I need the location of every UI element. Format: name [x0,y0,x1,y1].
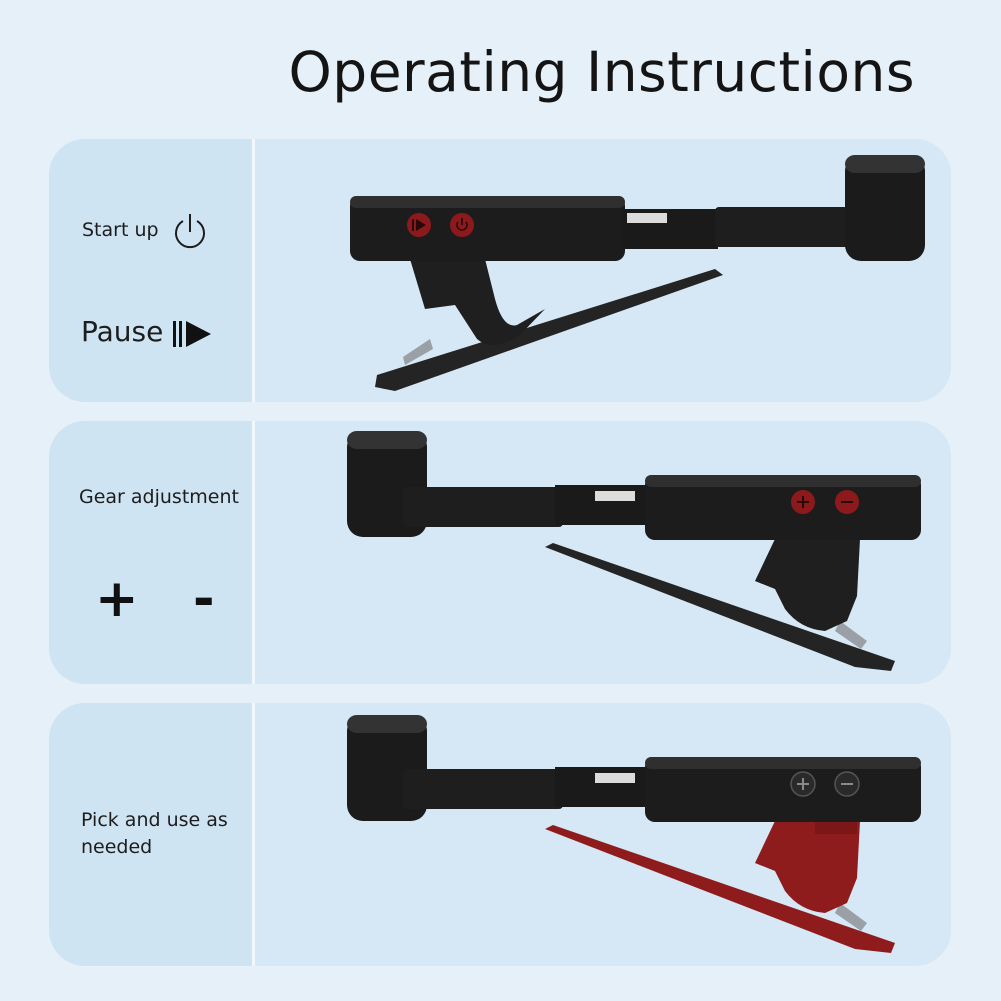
panel-label-column: Gear adjustment + - [49,421,252,684]
device-button-minus [834,771,860,797]
start-up-label: Start up [82,219,159,241]
minus-symbol: - [193,569,215,629]
power-icon [175,214,205,249]
panel-divider [252,421,255,684]
page-title: Operating Instructions [288,40,915,104]
panel-divider [252,703,255,966]
panel-start-pause: Start up Pause [49,139,951,402]
clip-device-illustration [347,431,921,671]
clip-device-illustration [347,715,921,953]
pick-and-use-label-line2: needed [81,836,153,858]
plus-symbol: + [95,569,139,629]
device-button-plus [790,771,816,797]
pause-play-icon [173,321,211,347]
device-button-play-pause [407,213,431,237]
device-button-minus [835,490,859,514]
panel-label-column: Start up Pause [49,139,252,402]
panel-illustration-area [255,421,951,684]
clip-device-illustration [350,155,925,391]
panel-illustration-area [255,703,951,966]
panel-divider [252,139,255,402]
panel-label-column: Pick and use as needed [49,703,252,966]
pick-and-use-label-line1: Pick and use as [81,809,228,831]
gear-adjustment-label: Gear adjustment [79,486,239,508]
panel-illustration-area [255,139,951,402]
device-button-plus [791,490,815,514]
panel-pick-and-use: Pick and use as needed [49,703,951,966]
device-button-power [450,213,474,237]
panel-gear-adjustment: Gear adjustment + - [49,421,951,684]
pause-label: Pause [81,315,164,348]
